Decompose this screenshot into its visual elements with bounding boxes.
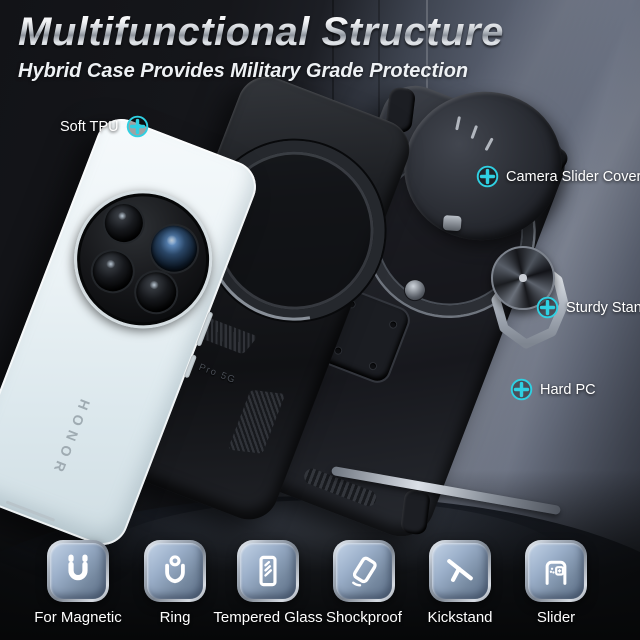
callout-label: Hard PC	[540, 381, 596, 398]
feature-slider: Slider	[501, 540, 611, 626]
callout-hard-pc: Hard PC	[510, 378, 596, 401]
slider-icon	[545, 560, 567, 585]
callout-label: Soft TPU	[60, 118, 119, 135]
feature-icon-tile	[525, 540, 587, 602]
feature-label: For Magnetic	[34, 609, 122, 626]
feature-kickstand: Kickstand	[405, 540, 515, 626]
plus-circle-icon	[510, 378, 533, 401]
slider-grip-tick	[455, 116, 461, 131]
feature-icon-tile	[237, 540, 299, 602]
slider-hinge	[442, 215, 462, 232]
feature-ring: Ring	[120, 540, 230, 626]
plus-circle-icon	[476, 165, 499, 188]
slider-grip-tick	[470, 124, 479, 140]
callout-sturdy-stand: Sturdy Stand	[536, 296, 640, 319]
feature-icon-tile	[47, 540, 109, 602]
feature-tempered-glass: Tempered Glass	[213, 540, 323, 626]
armor-detail-dot	[334, 346, 343, 355]
armor-detail-dot	[369, 362, 377, 370]
feature-icon-tile	[144, 540, 206, 602]
page-title: Multifunctional Structure	[18, 10, 504, 54]
ring-icon	[165, 555, 185, 584]
kickstand-icon	[447, 559, 473, 582]
page-subtitle: Hybrid Case Provides Military Grade Prot…	[18, 60, 469, 82]
header: Multifunctional Structure Hybrid Case Pr…	[18, 10, 504, 83]
feature-icon-tile	[333, 540, 395, 602]
feature-label: Kickstand	[427, 609, 493, 626]
camera-lens	[84, 242, 142, 300]
phone-brand-text: HONOR	[48, 397, 94, 480]
callout-soft-tpu: Soft TPU	[60, 115, 149, 138]
magnet-icon	[68, 554, 88, 581]
callout-camera-slider-cover: Camera Slider Cover	[476, 165, 640, 188]
feature-shockproof: Shockproof	[309, 540, 419, 626]
callout-label: Sturdy Stand	[566, 299, 640, 316]
feature-label: Slider	[536, 609, 576, 626]
ring-stand	[482, 240, 582, 356]
feature-label: Shockproof	[326, 609, 402, 626]
feature-label: Ring	[159, 609, 191, 626]
plus-circle-icon	[126, 115, 148, 138]
slider-grip-tick	[484, 137, 494, 152]
camera-lens	[96, 195, 151, 251]
feature-icon-tile	[429, 540, 491, 602]
stand-spinner-disc	[491, 246, 555, 310]
feature-row: For Magnetic Ring Tempered Glass	[0, 540, 640, 640]
tempered-glass-icon	[259, 555, 277, 587]
feature-label: Tempered Glass	[213, 609, 323, 626]
callout-label: Camera Slider Cover	[506, 168, 640, 185]
case-grip-texture	[227, 389, 286, 454]
armor-detail-dot	[389, 320, 398, 329]
plus-circle-icon	[536, 296, 559, 319]
shockproof-icon	[352, 556, 377, 587]
feature-for-magnetic: For Magnetic	[23, 540, 133, 626]
